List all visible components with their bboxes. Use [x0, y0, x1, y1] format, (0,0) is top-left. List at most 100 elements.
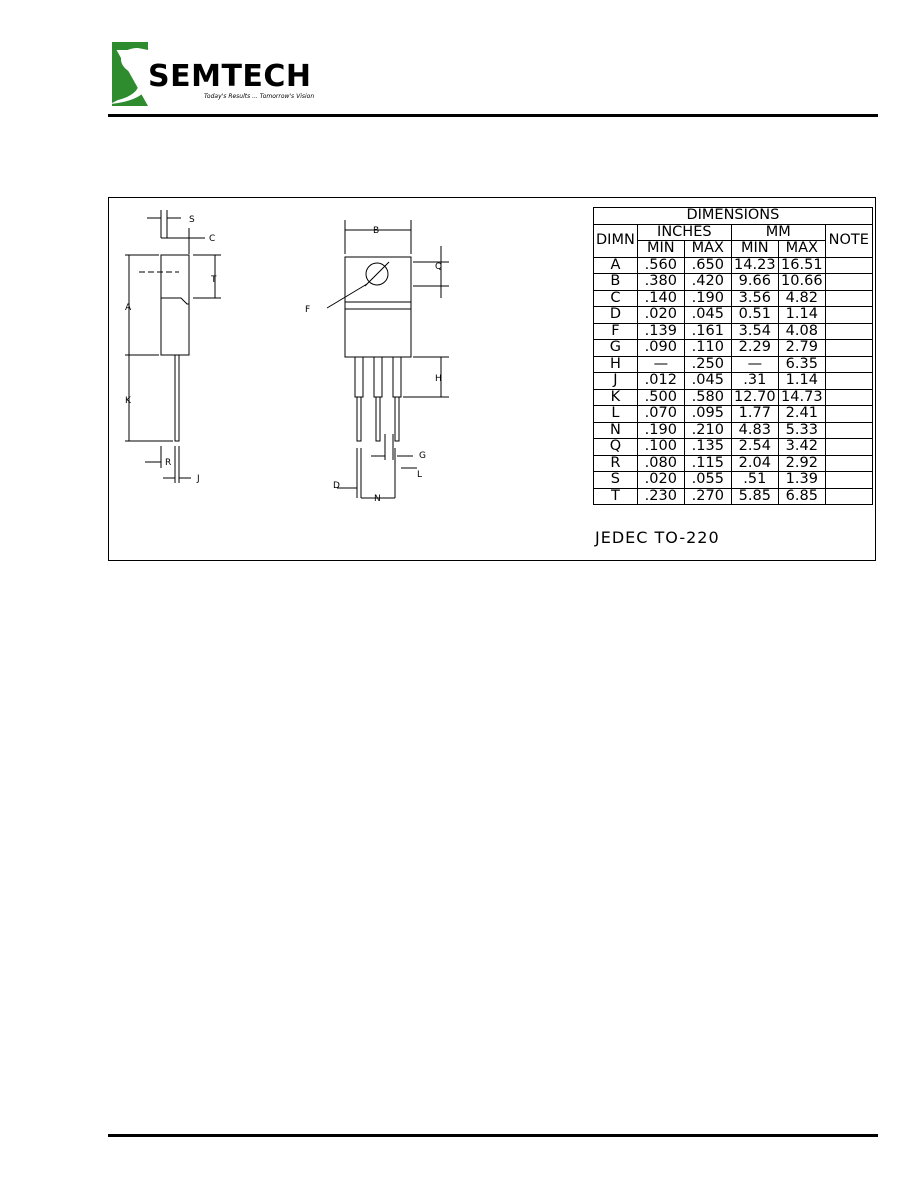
dim-cell: Q [593, 438, 638, 456]
dim-cell: H [593, 355, 638, 373]
mm-max-cell: 6.85 [777, 487, 826, 505]
mm-max-cell: 1.39 [777, 471, 826, 489]
mm-max-cell: 4.08 [777, 322, 826, 340]
semtech-logo: SEMTECH Today's Results ... Tomorrow's V… [110, 42, 314, 106]
inches-max-cell: .250 [683, 355, 732, 373]
note-cell [824, 438, 873, 456]
inches-max-cell: .580 [683, 388, 732, 406]
label-g: G [419, 451, 426, 461]
note-cell [824, 322, 873, 340]
mm-min-header: MIN [730, 240, 779, 258]
label-q: Q [435, 262, 442, 272]
mm-min-cell: 2.54 [730, 438, 779, 456]
inches-max-cell: .055 [683, 471, 732, 489]
note-cell [824, 487, 873, 505]
inches-max-cell: .650 [683, 256, 732, 274]
inches-min-cell: .500 [636, 388, 685, 406]
mm-min-cell: 14.23 [730, 256, 779, 274]
mm-max-header: MAX [777, 240, 826, 258]
mm-min-cell: .31 [730, 372, 779, 390]
inches-min-cell: .020 [636, 471, 685, 489]
dim-cell: G [593, 339, 638, 357]
mm-max-cell: 2.92 [777, 454, 826, 472]
note-cell [824, 289, 873, 307]
inches-min-cell: .140 [636, 289, 685, 307]
header-rule [108, 114, 878, 117]
inches-min-cell: .090 [636, 339, 685, 357]
inches-min-cell: .070 [636, 405, 685, 423]
inches-min-cell: .190 [636, 421, 685, 439]
label-n: N [374, 494, 381, 504]
footer-rule [108, 1134, 878, 1137]
dim-cell: L [593, 405, 638, 423]
mm-max-cell: 1.14 [777, 372, 826, 390]
inches-header: INCHES [636, 223, 732, 241]
dim-cell: N [593, 421, 638, 439]
mm-min-cell: 3.56 [730, 289, 779, 307]
mm-max-cell: 16.51 [777, 256, 826, 274]
dimensions-table: DIMENSIONS DIMN INCHES MM NOTE MIN MAX M… [593, 207, 873, 505]
inches-max-cell: .045 [683, 306, 732, 324]
inches-min-cell: .012 [636, 372, 685, 390]
inches-min-cell: .560 [636, 256, 685, 274]
side-view [125, 210, 221, 483]
note-cell [824, 372, 873, 390]
label-s: S [189, 215, 195, 225]
mm-max-cell: 1.14 [777, 306, 826, 324]
note-cell [824, 256, 873, 274]
inches-max-cell: .045 [683, 372, 732, 390]
mm-min-cell: 0.51 [730, 306, 779, 324]
table-row: H—.250—6.35 [593, 355, 873, 373]
note-cell [824, 421, 873, 439]
inches-max-cell: .190 [683, 289, 732, 307]
mm-min-cell: 2.04 [730, 454, 779, 472]
mm-min-cell: 1.77 [730, 405, 779, 423]
mm-max-cell: 10.66 [777, 273, 826, 291]
label-k: K [125, 396, 132, 406]
note-cell [824, 388, 873, 406]
label-d: D [333, 481, 340, 491]
inches-max-cell: .115 [683, 454, 732, 472]
inches-max-cell: .110 [683, 339, 732, 357]
table-title-row: DIMENSIONS [593, 207, 873, 225]
inches-max-cell: .095 [683, 405, 732, 423]
brand-name: SEMTECH [148, 59, 312, 94]
note-cell [824, 471, 873, 489]
dim-cell: C [593, 289, 638, 307]
dim-cell: T [593, 487, 638, 505]
mm-min-cell: — [730, 355, 779, 373]
inches-max-cell: .135 [683, 438, 732, 456]
dim-cell: R [593, 454, 638, 472]
mm-max-cell: 4.82 [777, 289, 826, 307]
package-drawing-frame: S C T A K R J B Q F H G L D N DIMENSIONS… [108, 197, 876, 561]
label-r: R [165, 458, 171, 468]
note-cell [824, 405, 873, 423]
dim-cell: F [593, 322, 638, 340]
mm-min-cell: 9.66 [730, 273, 779, 291]
table-title: DIMENSIONS [593, 207, 873, 225]
inches-min-cell: — [636, 355, 685, 373]
inches-min-cell: .230 [636, 487, 685, 505]
inches-max-cell: .161 [683, 322, 732, 340]
mm-min-cell: 2.29 [730, 339, 779, 357]
mm-max-cell: 2.41 [777, 405, 826, 423]
mm-max-cell: 3.42 [777, 438, 826, 456]
table-group-header-row: DIMN INCHES MM NOTE [593, 223, 873, 258]
mm-max-cell: 14.73 [777, 388, 826, 406]
dim-cell: K [593, 388, 638, 406]
label-h: H [435, 374, 442, 384]
inches-min-cell: .100 [636, 438, 685, 456]
mm-max-cell: 5.33 [777, 421, 826, 439]
note-cell [824, 306, 873, 324]
mm-min-cell: 3.54 [730, 322, 779, 340]
note-column-header: NOTE [824, 223, 873, 258]
package-outline-drawing: S C T A K R J B Q F H G L D N [125, 210, 449, 504]
inches-min-cell: .080 [636, 454, 685, 472]
note-cell [824, 454, 873, 472]
